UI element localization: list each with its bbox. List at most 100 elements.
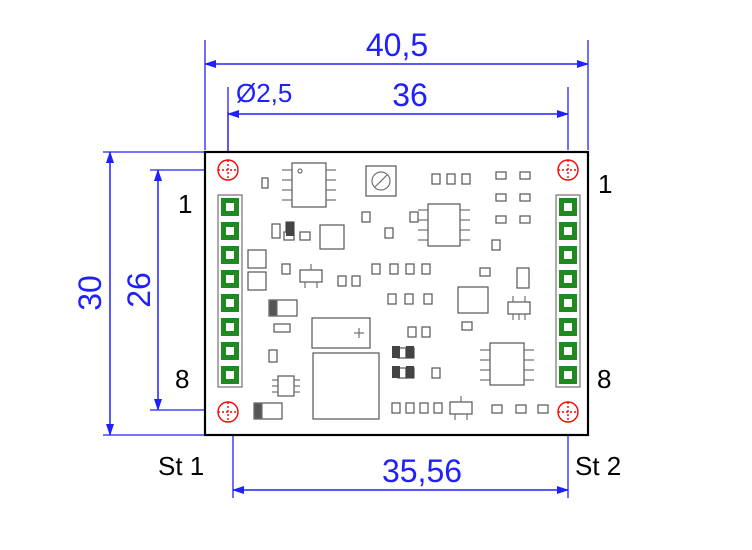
- connector-st2-label: St 2: [575, 451, 621, 481]
- st2-pin-hole: [564, 203, 572, 211]
- ic-square: [457, 286, 489, 314]
- mounting-hole-top-left: [217, 159, 239, 181]
- st1-pin-hole: [226, 347, 234, 355]
- smd-chip: [461, 173, 471, 185]
- smd-chip: [515, 404, 527, 414]
- st1-pin-hole: [226, 323, 234, 331]
- diode-bottom: [253, 402, 283, 420]
- smd-chip: [421, 326, 431, 338]
- smd-chip: [405, 402, 415, 414]
- dim-overall-height-label: 30: [72, 275, 108, 311]
- transistor-a: [299, 264, 323, 288]
- trimmer-potentiometer: [365, 165, 397, 197]
- pin-header-st2: [555, 194, 581, 388]
- smd-chip-dark: [286, 222, 294, 236]
- st1-pin-hole: [226, 299, 234, 307]
- dim-hole-spacing-y-label: 26: [121, 272, 157, 308]
- smd-chip: [433, 402, 443, 414]
- smd-chip: [419, 402, 429, 414]
- st2-pin-hole: [564, 275, 572, 283]
- jumper-pad-b: [247, 271, 267, 291]
- dim-overall-width-label: 40,5: [366, 27, 428, 63]
- transistor-b: [507, 296, 531, 320]
- dim-header-spacing-label: 35,56: [382, 453, 462, 489]
- st1-pin-hole: [226, 251, 234, 259]
- smd-chip: [404, 293, 414, 305]
- right-pin-first-label: 1: [598, 169, 612, 199]
- mounting-holes: [217, 159, 579, 423]
- ic-top: [282, 162, 336, 208]
- smd-chip: [389, 263, 399, 275]
- dim-hole-diameter-label: Ø2,5: [236, 78, 292, 108]
- smd-chip: [337, 275, 347, 287]
- st2-pin-hole: [564, 347, 572, 355]
- st1-pin-hole: [226, 227, 234, 235]
- smd-chip: [519, 171, 531, 180]
- pcb-components: [247, 162, 534, 420]
- smd-chip: [281, 263, 291, 275]
- transistor-d: [516, 267, 530, 289]
- smd-chip: [271, 223, 281, 239]
- dimension-arrows: [106, 60, 589, 494]
- smd-chip: [371, 263, 381, 275]
- crystal: [319, 224, 345, 250]
- smd-chip: [387, 293, 397, 305]
- smd-chip: [361, 211, 371, 223]
- smd-chip: [537, 404, 549, 414]
- smd-chip-dark: [406, 366, 414, 378]
- st2-pin-hole: [564, 251, 572, 259]
- st1-pin-hole: [226, 275, 234, 283]
- sot-small: [272, 375, 300, 397]
- passive-components: [261, 171, 549, 414]
- smd-chip: [495, 215, 507, 224]
- st2-pin-hole: [564, 323, 572, 331]
- smd-chip: [407, 326, 417, 338]
- transistor-c: [449, 396, 473, 420]
- left-pin-first-label: 1: [178, 189, 192, 219]
- mounting-hole-top-right: [557, 159, 579, 181]
- right-pin-last-label: 8: [597, 364, 611, 394]
- smd-chip: [261, 177, 269, 189]
- mounting-hole-bottom-left: [217, 401, 239, 423]
- smd-chip: [409, 211, 419, 223]
- st2-pin-hole: [564, 299, 572, 307]
- smd-chip: [391, 402, 401, 414]
- st1-pin-hole: [226, 203, 234, 211]
- smd-chip: [431, 173, 441, 185]
- left-pin-last-label: 8: [175, 364, 189, 394]
- smd-chip: [384, 227, 394, 239]
- smd-chip: [491, 404, 503, 414]
- smd-chip: [491, 239, 501, 251]
- smd-chip: [446, 173, 456, 185]
- smd-chip: [495, 193, 507, 202]
- inductor: [312, 352, 380, 420]
- smd-chip: [423, 293, 433, 305]
- smd-chip: [351, 275, 361, 287]
- pin-header-st1: [217, 194, 243, 388]
- smd-chip: [461, 321, 473, 331]
- smd-chip: [405, 263, 415, 275]
- connector-st1-label: St 1: [158, 451, 204, 481]
- diode: [268, 299, 298, 317]
- jumper-pad-a: [247, 249, 267, 269]
- smd-chip: [273, 323, 291, 333]
- smd-chip: [519, 193, 531, 202]
- smd-chip: [421, 263, 431, 275]
- smd-chip: [299, 231, 311, 241]
- st2-pin-hole: [564, 227, 572, 235]
- dimension-lines: [103, 40, 589, 498]
- smd-chip: [479, 267, 491, 277]
- smd-chip: [519, 215, 531, 224]
- electrolytic-capacitor: [311, 317, 371, 349]
- smd-chip-dark: [392, 366, 400, 378]
- mounting-hole-bottom-right: [557, 401, 579, 423]
- st1-pin-hole: [226, 371, 234, 379]
- ic-bottom-right: [480, 342, 534, 386]
- smd-chip: [431, 367, 441, 379]
- smd-chip: [268, 349, 278, 363]
- smd-chip: [495, 171, 507, 180]
- ic-middle: [418, 203, 470, 247]
- smd-chip-dark: [406, 346, 414, 358]
- st2-pin-hole: [564, 371, 572, 379]
